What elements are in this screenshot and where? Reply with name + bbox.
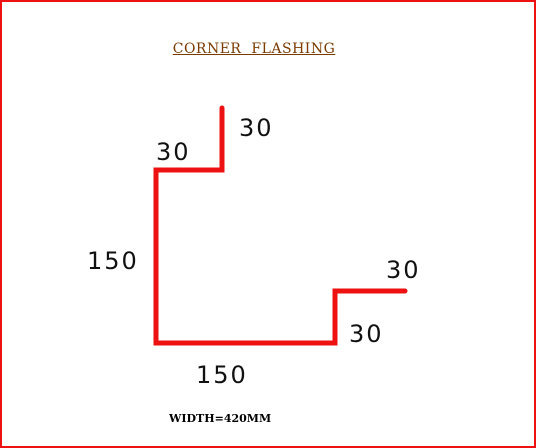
dimension-top-lip: 30: [239, 114, 274, 142]
width-note: WIDTH=420MM: [169, 412, 272, 425]
dimension-lower-step: 30: [349, 320, 384, 348]
flashing-profile-line: [153, 105, 408, 346]
dimension-right-lip: 30: [386, 256, 421, 284]
dimension-left-side: 150: [87, 247, 139, 275]
drawing-title: CORNER FLASHING: [172, 41, 336, 57]
dimension-upper-return: 30: [156, 138, 191, 166]
dimension-bottom: 150: [196, 361, 248, 389]
